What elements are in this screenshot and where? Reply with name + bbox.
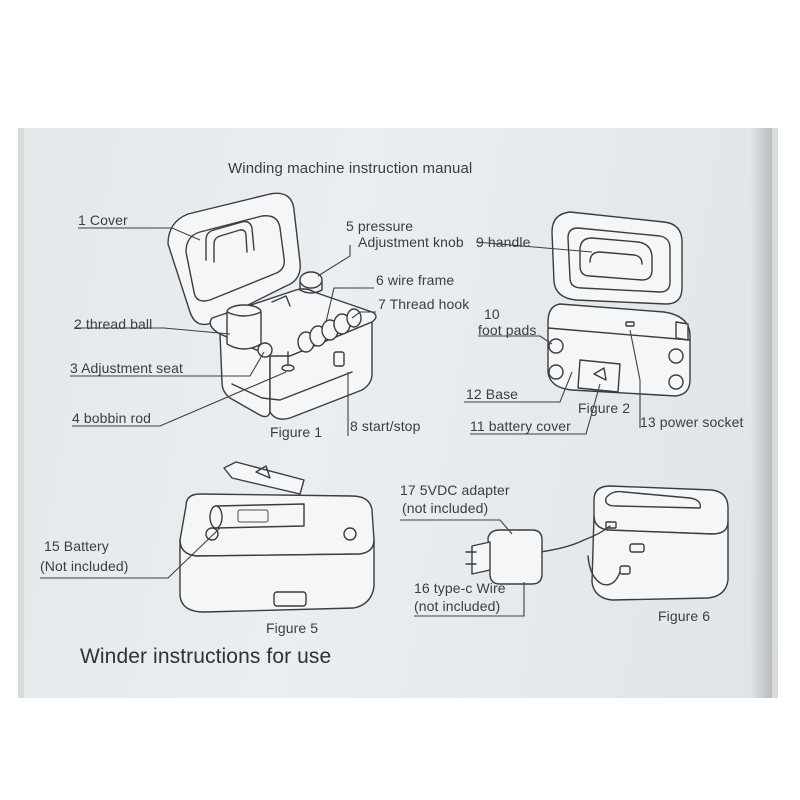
figure-5-illustration — [179, 461, 375, 613]
figure-2-caption: Figure 2 — [578, 400, 631, 416]
label-adapter-line1: 17 5VDC adapter — [400, 482, 510, 498]
figure-6-caption: Figure 6 — [658, 608, 711, 624]
figure-2-illustration — [547, 211, 691, 397]
label-base: 12 Base — [466, 386, 519, 402]
label-pressure-knob-line1: 5 pressure — [346, 218, 414, 234]
label-wire-frame: 6 wire frame — [376, 272, 455, 288]
figure-1-caption: Figure 1 — [270, 424, 323, 440]
label-power-socket: 13 power socket — [640, 414, 744, 430]
manual-title: Winding machine instruction manual — [228, 160, 473, 177]
label-typec-line1: 16 type-c Wire — [414, 580, 506, 596]
label-start-stop: 8 start/stop — [350, 418, 421, 434]
label-foot-pads-line1: 10 — [484, 306, 500, 322]
label-foot-pads-line2: foot pads — [478, 322, 537, 338]
label-cover: 1 Cover — [78, 212, 128, 228]
figure-6-illustration — [465, 485, 729, 601]
leader-lines — [40, 227, 641, 617]
figure-5-caption: Figure 5 — [266, 620, 319, 636]
sheet-edge-shadow — [750, 128, 772, 698]
label-battery-cover: 11 battery cover — [470, 418, 571, 434]
label-typec-line2: (not included) — [414, 598, 501, 614]
figure-1-illustration — [167, 192, 377, 420]
label-thread-hook: 7 Thread hook — [378, 296, 470, 312]
label-battery-line2: (Not included) — [40, 558, 129, 574]
manual-footer: Winder instructions for use — [80, 645, 332, 668]
label-thread-ball: 2 thread ball — [74, 316, 153, 332]
label-adjustment-seat: 3 Adjustment seat — [70, 360, 183, 376]
label-bobbin-rod: 4 bobbin rod — [72, 410, 152, 426]
label-adapter-line2: (not included) — [402, 500, 489, 516]
label-pressure-knob-line2: Adjustment knob — [358, 234, 464, 250]
label-battery-line1: 15 Battery — [44, 538, 109, 554]
label-handle: 9 handle — [476, 234, 531, 250]
